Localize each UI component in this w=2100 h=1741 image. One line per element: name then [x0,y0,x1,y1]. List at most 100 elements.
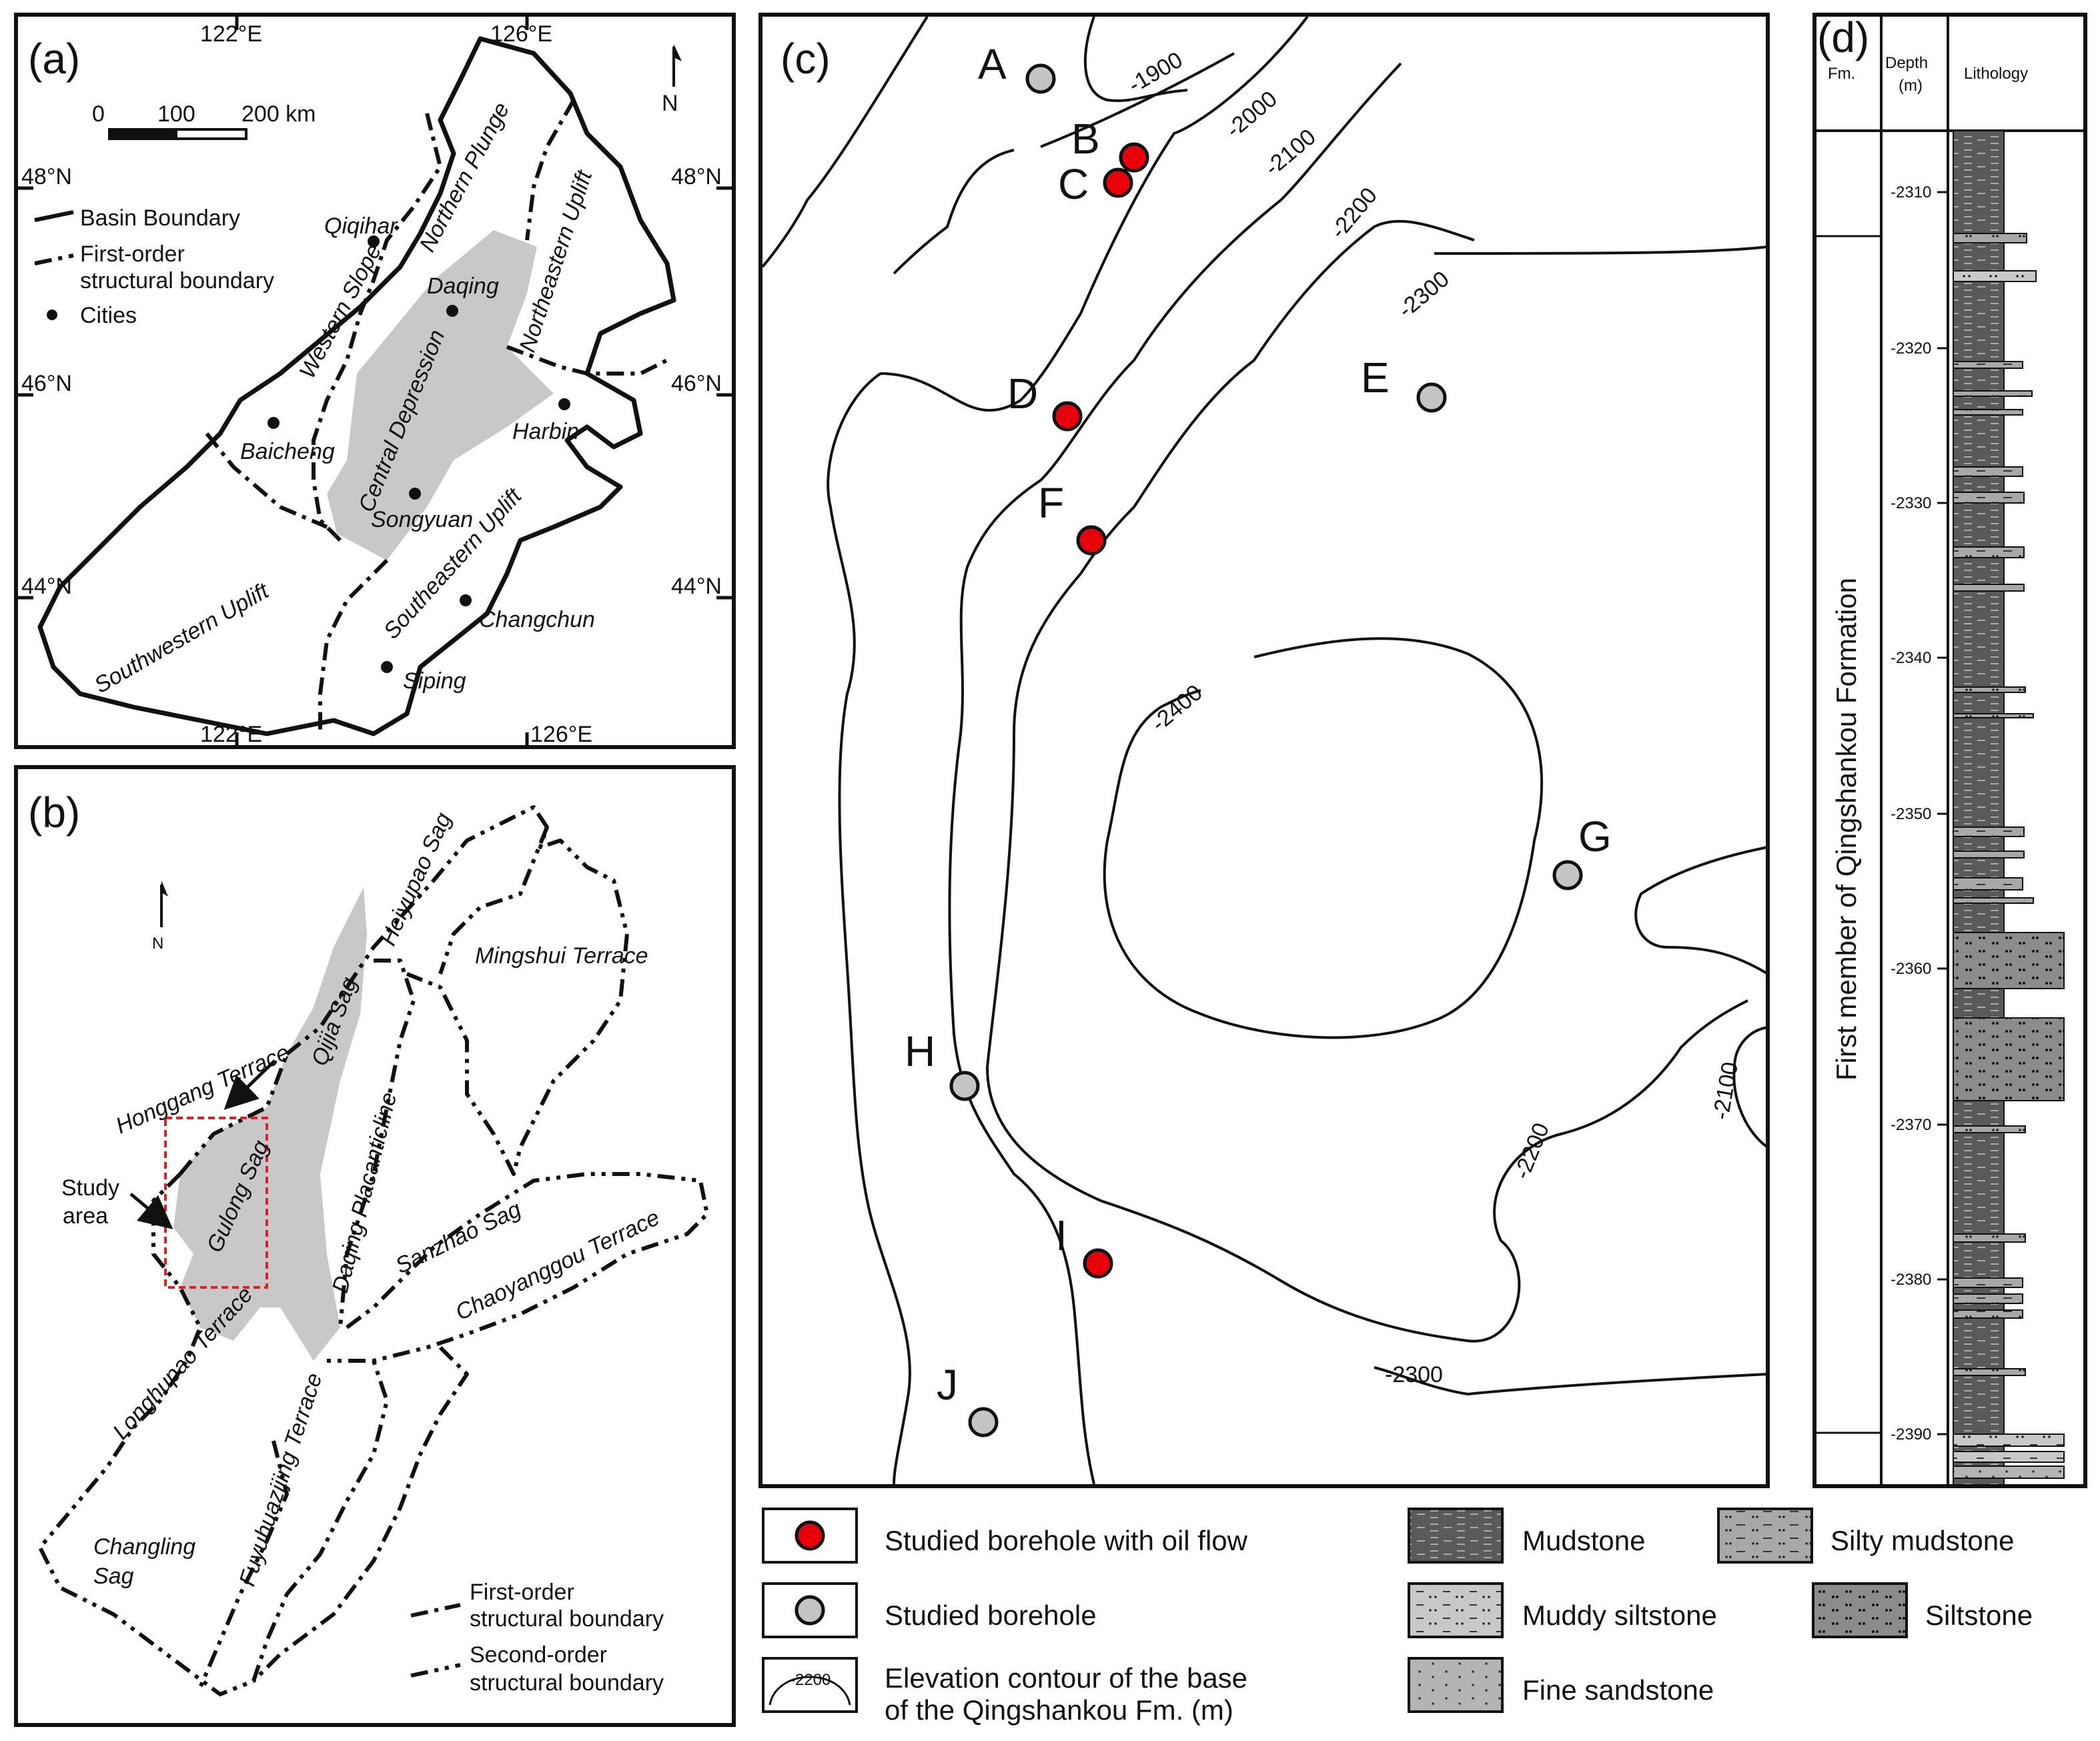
borehole [968,1407,999,1437]
borehole-label: J [937,1361,958,1409]
study-area-label: area [63,1203,108,1229]
legend-label: of the Qingshankou Fm. (m) [885,1694,1233,1726]
borehole-oil [1083,1248,1113,1279]
legend-label: First-order [470,1580,574,1605]
legend-label: Silty mudstone [1830,1525,2014,1556]
lat-label: 44°N [671,574,722,599]
depth-label: -2360 [1891,960,1931,978]
lat-label: 46°N [671,371,722,396]
contour-label: -2300 [1394,266,1454,323]
borehole-label: H [905,1027,935,1075]
column-header: (m) [1899,77,1923,95]
oil-borehole-symbol [795,1520,825,1551]
north-arrow-icon [160,881,168,927]
formation-label: First member of Qingshankou Formation [1830,578,1862,1081]
borehole-oil [1052,401,1083,432]
city-label: Songyuan [371,507,473,532]
lat-label: 46°N [21,371,72,396]
city-label: Daqing [427,273,499,299]
north-arrow-icon [672,44,682,87]
contour-line [1434,245,1768,255]
borehole-symbol [795,1595,825,1626]
city-markers [268,235,570,673]
legend-label: Studied borehole with oil flow [885,1525,1248,1556]
depth-label: -2390 [1891,1425,1931,1443]
depth-ticks [1937,191,1948,1435]
lon-label: 126°E [530,722,592,747]
lat-label: 44°N [21,574,72,599]
panel-c-label: (c) [780,35,831,83]
siltstone-swatch [1812,1582,1908,1638]
region-label: Southwestern Uplift [90,578,274,698]
contour-line [1040,52,1235,148]
unit-label: Fuyuhuazijing Terrace [234,1370,327,1590]
contour-label: -2400 [1147,680,1207,736]
unit-label: Heiyupao Sag [376,809,457,950]
first-order-boundary [251,1345,469,1683]
legend-label: Elevation contour of the base [885,1662,1247,1694]
city-label: Harbin [512,419,579,444]
borehole-label: I [1055,1211,1067,1259]
borehole [1416,382,1447,413]
borehole-label: G [1578,812,1612,860]
contour-label: -2100 [1260,124,1321,181]
borehole-label: A [978,40,1007,88]
bottom-legend: Studied borehole with oil flow Studied b… [762,1508,2033,1726]
legend-label: Muddy siltstone [1522,1600,1717,1631]
unit-label: Daqing Placanticline [328,1090,402,1295]
mudstone-column [1953,130,2005,1486]
legend-label: Cities [80,303,137,328]
borehole-oil [1076,525,1107,556]
borehole [1025,63,1056,94]
scale-label: 200 km [241,101,316,127]
borehole-label: C [1058,160,1089,208]
depth-label: -2340 [1891,649,1931,667]
unit-label: Changling [93,1534,195,1560]
borehole-label: B [1071,115,1100,163]
structural-boundary [312,113,442,542]
study-area-box [164,1117,268,1289]
lon-label: 122°E [200,21,262,47]
legend-label: First-order [80,241,185,267]
legend-box [762,1582,858,1638]
central-depression-fill [327,230,554,560]
depth-label: -2380 [1891,1271,1931,1289]
study-area-label: Study [61,1175,119,1201]
contour-line [1732,1026,1769,1149]
contour-line [827,15,1309,1485]
lat-label: 48°N [671,164,722,189]
panel-b-label: (b) [28,788,80,836]
city-label: Siping [403,668,466,694]
basin-boundary-symbol [34,210,74,222]
unit-label: Sanzhao Sag [392,1196,525,1279]
north-label: N [152,935,163,953]
contour-line [948,62,1402,1485]
scale-label: 0 [92,101,105,127]
contour-sample: -2200 [790,1671,831,1689]
silty-mudstone-swatch [1717,1508,1813,1564]
contour-symbol [768,1676,851,1706]
borehole-label: E [1361,354,1390,402]
north-label: N [662,91,678,116]
legend-label: Mudstone [1522,1525,1645,1556]
basin-boundary [37,36,676,736]
structural-boundary-symbol [34,253,74,265]
sag-fill [173,887,367,1361]
depth-label: -2350 [1891,805,1931,823]
legend-label: structural boundary [80,268,274,294]
legend-label: Second-order [470,1642,607,1668]
structural-boundary [506,345,668,376]
panel-d-label: (d) [1817,13,1869,61]
contour-label: -2200 [1509,1119,1554,1183]
depth-label: -2320 [1891,340,1931,358]
contour-label: -2200 [1326,183,1382,243]
contour-line [761,15,929,268]
legend-label: Fine sandstone [1522,1674,1714,1706]
city-label: Baicheng [240,439,335,464]
column-header: Fm. [1828,65,1855,83]
first-order-symbol [410,1603,461,1618]
fine-sandstone-swatch [1408,1657,1504,1713]
panel-a-frame [14,13,736,749]
contour-label: -2000 [1221,86,1282,143]
